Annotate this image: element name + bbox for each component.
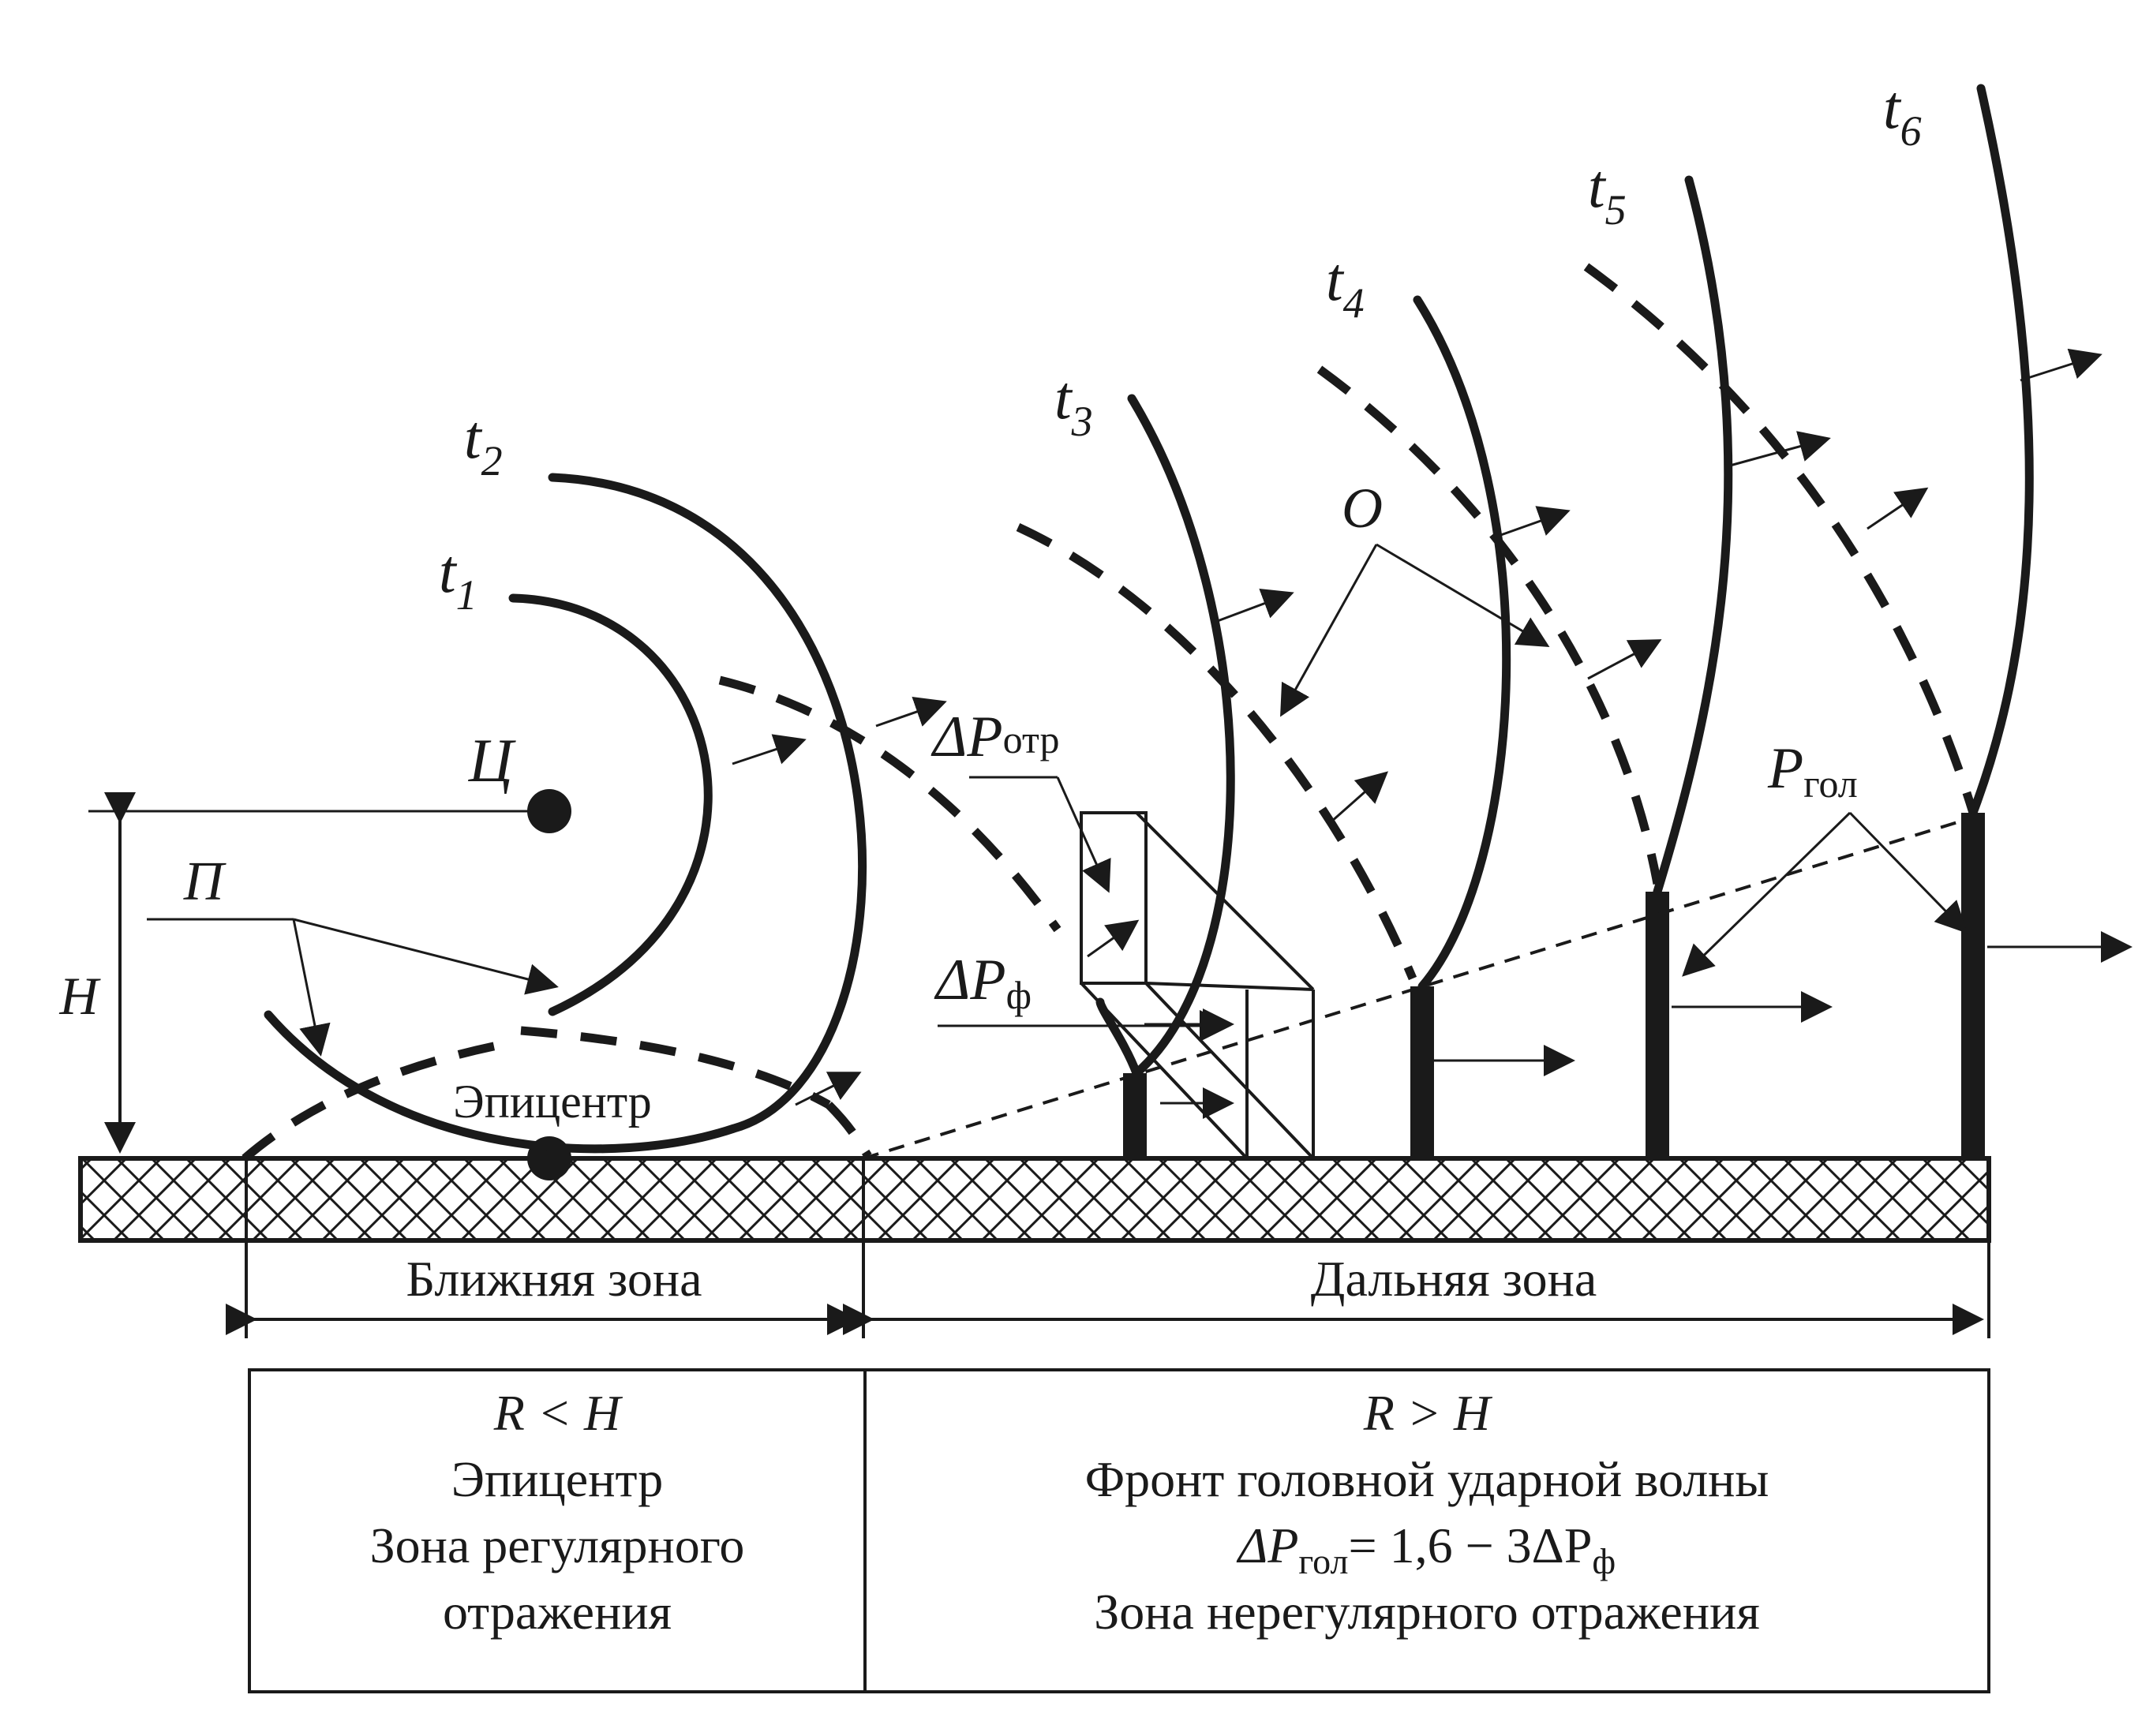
wave-front-t6 (1968, 84, 2034, 817)
time-mark-t3: t3 (1054, 363, 1093, 445)
svg-text:ΔPотр: ΔPотр (930, 705, 1059, 769)
svg-text:t3: t3 (1054, 363, 1093, 445)
time-mark-t2: t2 (464, 402, 503, 485)
epicenter-label: Эпицентр (453, 1076, 652, 1128)
near-zone-line-2: Зона регулярного (370, 1517, 745, 1573)
near-zone-line-3: отражения (443, 1584, 672, 1640)
dp-otr-label: ΔPотр (930, 705, 1059, 769)
far-zone-label: Дальняя зона (1311, 1251, 1597, 1307)
svg-text:ΔPф: ΔPф (934, 948, 1032, 1017)
reflected-wave-near (242, 675, 1062, 1162)
far-zone-line-3: Зона нерегулярного отражения (1094, 1584, 1760, 1640)
reflected-marker-label: П (183, 851, 227, 912)
near-zone-cell: R < H Эпицентр Зона регулярного отражени… (370, 1385, 745, 1640)
p-gol-label: Pгол (1767, 736, 1858, 806)
near-zone-line-1: Эпицентр (451, 1451, 663, 1507)
building (1080, 811, 1315, 1160)
reflected-marker-pointers (147, 918, 559, 1057)
reflected-wave-marker-label: О (1342, 477, 1383, 540)
far-zone-formula: ΔPгол= 1,6 − 3ΔPф (1236, 1517, 1616, 1581)
center-label: Ц (468, 726, 516, 795)
svg-text:Pгол: Pгол (1767, 736, 1858, 806)
wave-front-t1 (508, 593, 713, 1016)
ground (78, 1156, 1991, 1243)
label-pointers (938, 543, 1968, 1042)
far-zone-cell: R > H Фронт головной ударной волны ΔPгол… (1085, 1385, 1769, 1640)
time-mark-t1: t1 (439, 537, 477, 619)
wave-front-t5 (1653, 175, 1733, 896)
reflected-wave-far (1016, 263, 1978, 981)
dp-f-label: ΔPф (934, 948, 1032, 1017)
time-mark-t5: t5 (1588, 152, 1627, 234)
svg-text:t2: t2 (464, 402, 503, 485)
svg-text:t4: t4 (1326, 245, 1365, 327)
far-zone-condition: R > H (1363, 1385, 1493, 1441)
zone-table (248, 1368, 1990, 1693)
height-label: H (58, 966, 101, 1026)
propagation-arrows-near (732, 696, 947, 1106)
wave-front-t2 (264, 473, 867, 1154)
height-marker (88, 792, 545, 1154)
near-zone-condition: R < H (493, 1385, 623, 1441)
svg-text:t5: t5 (1588, 152, 1627, 234)
zone-dimension-lines (226, 1240, 1990, 1338)
far-zone-line-1: Фронт головной ударной волны (1085, 1451, 1769, 1507)
explosion-center (527, 789, 571, 833)
near-zone-label: Ближняя зона (406, 1251, 702, 1307)
svg-text:t6: t6 (1883, 73, 1922, 155)
time-mark-t4: t4 (1326, 245, 1365, 327)
time-mark-t6: t6 (1883, 73, 1922, 155)
svg-text:t1: t1 (439, 537, 477, 619)
propagation-arrows-far (1087, 348, 2132, 1119)
wave-front-t4 (1413, 295, 1511, 991)
wave-front-t3 (1095, 394, 1235, 1078)
